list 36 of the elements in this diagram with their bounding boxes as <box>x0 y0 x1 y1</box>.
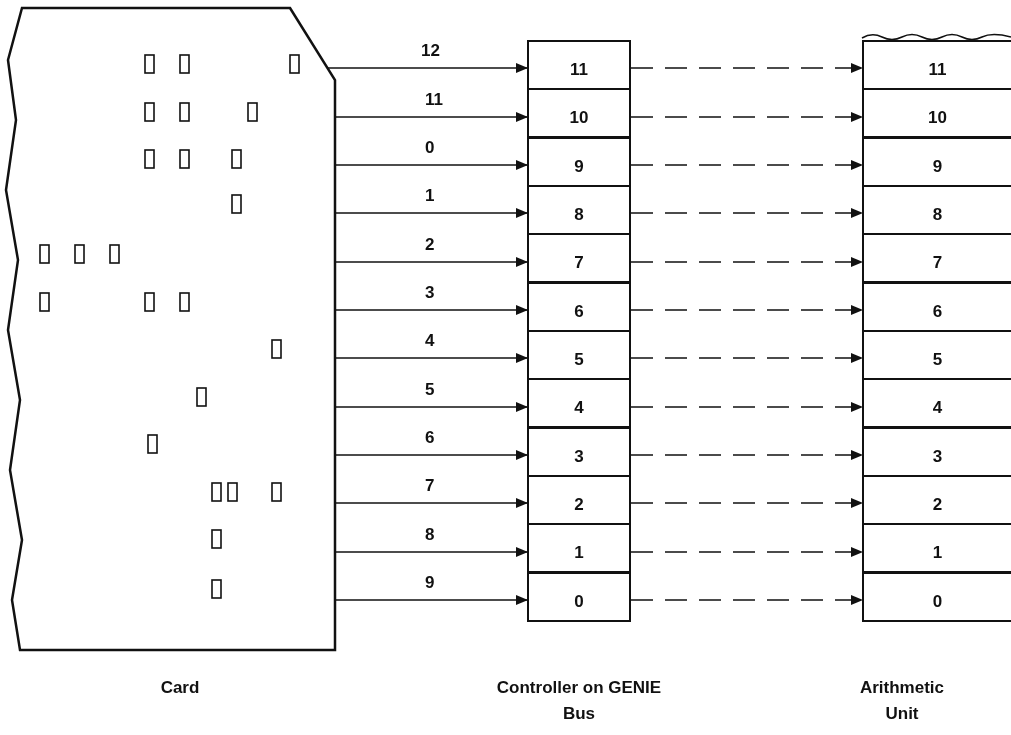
dashed-arrow <box>630 305 863 315</box>
dashed-arrow <box>630 498 863 508</box>
dashed-arrow <box>630 450 863 460</box>
register-cell: 0 <box>527 572 631 622</box>
dashed-arrow <box>630 547 863 557</box>
register-cell: 3 <box>862 427 1011 477</box>
dashed-arrow <box>630 257 863 267</box>
register-cell: 5 <box>527 330 631 380</box>
register-cell: 4 <box>862 378 1011 428</box>
register-cell: 11 <box>527 40 631 90</box>
register-cell: 0 <box>862 572 1011 622</box>
register-cell: 1 <box>527 523 631 573</box>
register-cell: 3 <box>527 427 631 477</box>
dashed-arrow <box>630 160 863 170</box>
register-cell: 7 <box>527 233 631 283</box>
register-cell: 9 <box>862 137 1011 187</box>
dashed-arrow <box>630 208 863 218</box>
dashed-arrow <box>630 402 863 412</box>
register-cell: 6 <box>862 282 1011 332</box>
column-caption: Controller on GENIE Bus <box>495 677 663 725</box>
dashed-arrow <box>630 63 863 73</box>
card-caption: Card <box>159 677 201 699</box>
column-caption: Arithmetic Unit <box>858 677 946 725</box>
register-cell: 1 <box>862 523 1011 573</box>
register-cell: 9 <box>527 137 631 187</box>
register-cell: 4 <box>527 378 631 428</box>
register-cell: 6 <box>527 282 631 332</box>
dashed-arrow <box>630 112 863 122</box>
dashed-arrow <box>630 353 863 363</box>
register-cell: 7 <box>862 233 1011 283</box>
register-cell: 11 <box>862 40 1011 90</box>
register-cell: 2 <box>527 475 631 525</box>
register-cell: 8 <box>527 185 631 235</box>
dashed-arrow <box>630 595 863 605</box>
register-cell: 10 <box>862 88 1011 138</box>
register-cell: 10 <box>527 88 631 138</box>
